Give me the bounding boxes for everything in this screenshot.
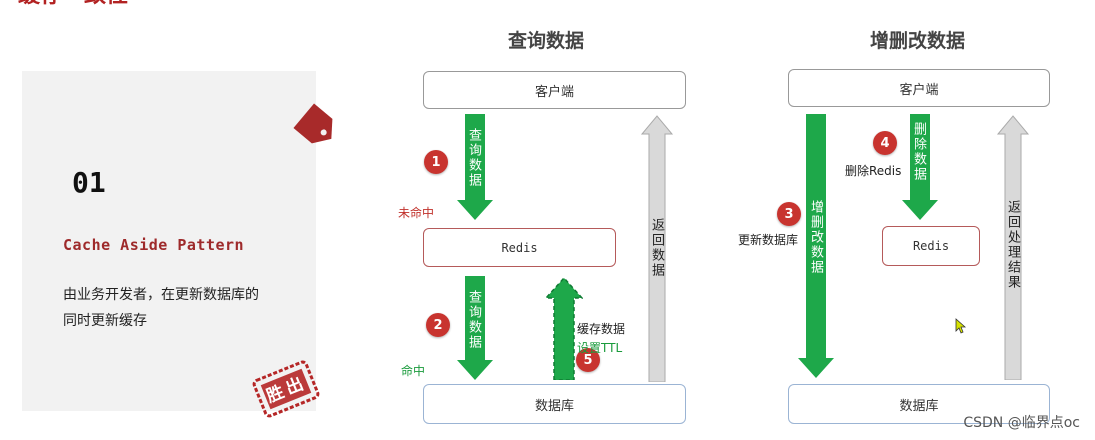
step-badge: 2 (426, 313, 450, 337)
pattern-description: 由业务开发者，在更新数据库的 同时更新缓存 (63, 282, 283, 334)
page-title: 缓存一致性 (18, 0, 128, 8)
update-redis-box: Redis (882, 226, 980, 266)
cursor-icon (955, 318, 967, 334)
hit-note: 命中 (401, 364, 426, 378)
pattern-name: Cache Aside Pattern (63, 236, 245, 254)
client-label: 客户端 (534, 84, 574, 100)
arrow-label: 增删改数据 (808, 200, 823, 275)
description-line: 由业务开发者，在更新数据库的 (63, 287, 259, 303)
price-tag-icon (293, 103, 333, 144)
delete-redis-note: 删除Redis (845, 164, 902, 178)
description-line: 同时更新缓存 (63, 313, 147, 329)
arrow-label: 删除数据 (911, 122, 926, 182)
strategy-card (22, 71, 316, 411)
database-label: 数据库 (534, 398, 574, 414)
database-label: 数据库 (899, 398, 939, 414)
redis-label: Redis (912, 239, 950, 253)
miss-note: 未命中 (398, 206, 435, 220)
cache-note: 缓存数据 (577, 322, 626, 336)
step-badge: 5 (576, 348, 600, 372)
return-label: 返回数据 (649, 218, 664, 278)
query-arrow-down-icon (457, 276, 493, 380)
arrow-label: 查询数据 (466, 290, 481, 350)
update-arrow-down-icon (798, 114, 834, 378)
step-badge: 1 (424, 150, 448, 174)
arrow-label: 查询数据 (466, 128, 481, 188)
ttl-note: 设置TTL (577, 341, 623, 355)
card-number: 01 (72, 166, 106, 199)
client-label: 客户端 (899, 82, 939, 98)
return-label: 返回处理结果 (1005, 200, 1020, 290)
watermark: CSDN @临界点oc (963, 415, 1080, 431)
update-client-box: 客户端 (788, 69, 1050, 107)
step-badge: 3 (777, 202, 801, 226)
step-badge: 4 (873, 131, 897, 155)
query-client-box: 客户端 (423, 71, 686, 109)
delete-arrow-down-icon (902, 114, 938, 220)
update-title: 增删改数据 (870, 30, 966, 52)
update-db-note: 更新数据库 (738, 233, 799, 247)
return-arrow-up-icon (996, 115, 1030, 380)
return-arrow-up-icon (640, 115, 674, 382)
query-redis-box: Redis (423, 228, 616, 267)
redis-label: Redis (501, 240, 538, 255)
winner-stamp: 胜出 (248, 358, 324, 420)
stamp-icon (252, 360, 320, 418)
query-title: 查询数据 (508, 30, 585, 52)
update-database-box: 数据库 (788, 384, 1050, 424)
query-arrow-down-icon (457, 114, 493, 220)
query-database-box: 数据库 (423, 384, 686, 424)
cache-arrow-up-icon (545, 276, 583, 380)
